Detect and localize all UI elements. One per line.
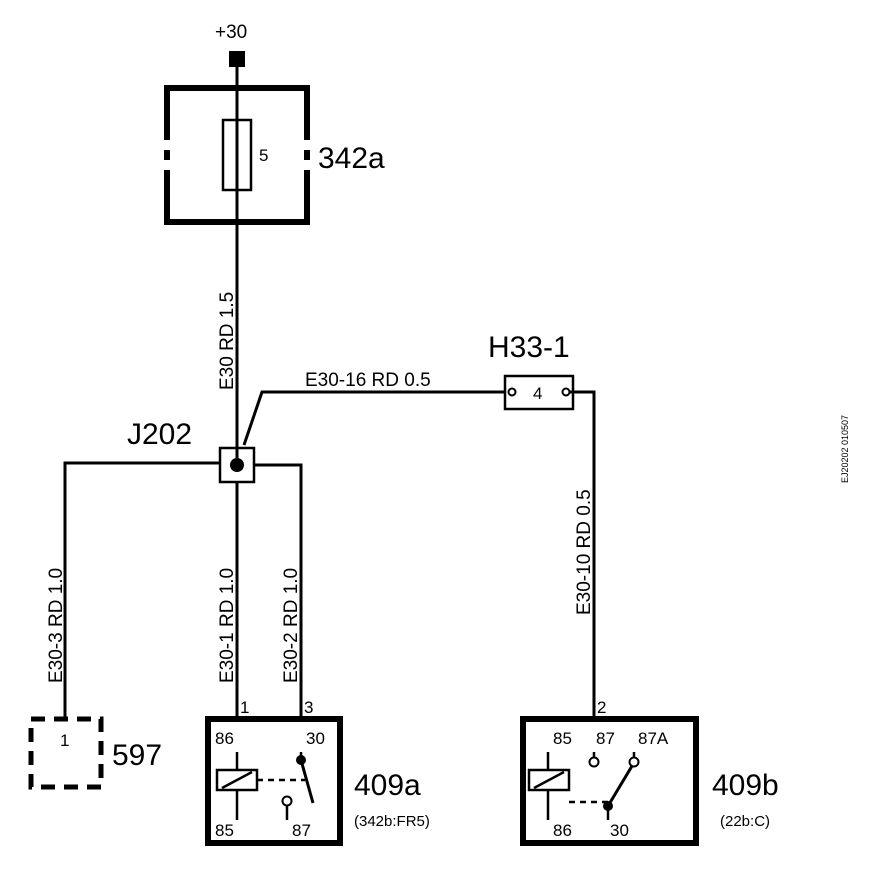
h33-pin: 4	[533, 384, 542, 403]
relay-409b-switch	[606, 765, 634, 807]
wire-to-597	[63, 461, 220, 720]
relay-409b-ref: (22b:C)	[720, 813, 770, 830]
h33-pin-left	[507, 387, 517, 397]
wire-main-label: E30 RD 1.5	[217, 292, 238, 390]
wire-to-597-label: E30-3 RD 1.0	[46, 568, 67, 683]
relay-409a-id: 409a	[354, 769, 421, 802]
relay-409a-pin-85: 85	[215, 821, 234, 840]
component-597-box	[28, 716, 104, 790]
relay-409a-pin-87: 87	[292, 821, 311, 840]
fuse-number: 5	[259, 146, 268, 165]
relay-409b-internals	[527, 752, 640, 820]
relay-409b-terminal: 2	[597, 698, 606, 717]
relay-409a-internals	[215, 752, 315, 820]
relay-409a-box	[205, 716, 343, 846]
h33-pin-right	[561, 387, 571, 397]
wire-to-409a-86-label: E30-1 RD 1.0	[217, 568, 238, 683]
relay-409b-pin-30: 30	[610, 821, 629, 840]
wire-to-h33	[242, 390, 506, 446]
relay-409a-terminal-left: 1	[240, 698, 249, 717]
relay-409a-switch	[299, 759, 315, 804]
relay-409a-pin-30: 30	[306, 729, 325, 748]
component-597-pin: 1	[60, 731, 69, 750]
relay-409b-id: 409b	[712, 769, 779, 802]
component-597-id: 597	[112, 739, 162, 772]
wire-to-409b-label: E30-10 RD 0.5	[574, 489, 595, 615]
wire-to-409a-30-label: E30-2 RD 1.0	[281, 568, 302, 683]
relay-409a-pin-86: 86	[215, 729, 234, 748]
relay-409a-ref: (342b:FR5)	[354, 813, 430, 830]
relay-409b-pin-85: 85	[553, 729, 572, 748]
h33-id: H33-1	[488, 331, 570, 364]
splice-id: J202	[127, 418, 192, 451]
side-code: EJ20202 010507	[840, 415, 850, 483]
wire-to-409b	[569, 390, 596, 720]
relay-409b-pin-86: 86	[553, 821, 572, 840]
fusebox-id: 342a	[318, 142, 385, 175]
relay-409b-box	[520, 716, 699, 846]
relay-409a-terminal-right: 3	[304, 698, 313, 717]
wire-to-h33-label: E30-16 RD 0.5	[305, 370, 431, 391]
splice-dot	[230, 458, 244, 472]
supply-label: +30	[215, 22, 247, 43]
supply-terminal	[229, 51, 245, 67]
wire-to-409a-30	[254, 463, 303, 720]
relay-409b-pin-87a: 87A	[638, 729, 669, 748]
relay-409b-pin-87: 87	[596, 729, 615, 748]
